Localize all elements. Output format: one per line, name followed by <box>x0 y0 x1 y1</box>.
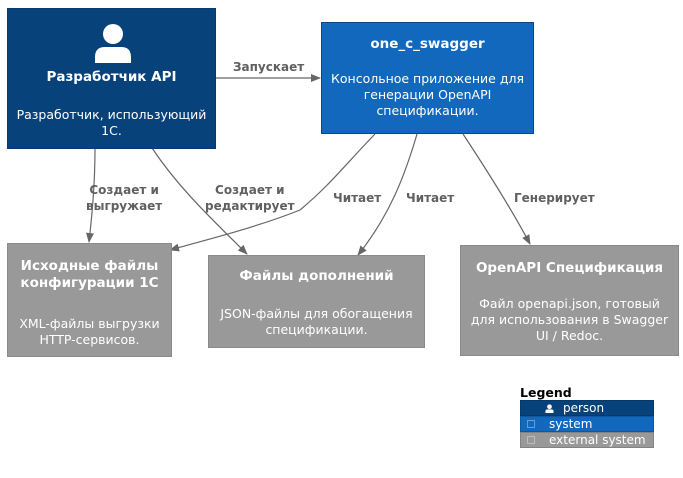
legend-label: system <box>549 417 593 431</box>
node-description: Файл openapi.json, готовый для использов… <box>470 296 669 343</box>
node-title: Разработчик API <box>46 69 177 85</box>
node-title: one_c_swagger <box>370 36 485 52</box>
edge-label-launches: Запускает <box>233 60 305 74</box>
arrow-reads-source <box>169 133 376 252</box>
node-description: Разработчик, использующий 1С. <box>16 107 207 138</box>
external-system-icon <box>527 436 535 444</box>
edge-label-creates-exports: Создает и выгружает <box>86 183 163 213</box>
legend-item-system: system <box>520 416 654 432</box>
edge-label-reads-source: Читает <box>333 191 382 205</box>
legend-label: external system <box>549 433 646 447</box>
system-one-c-swagger: one_c_swagger Консольное приложение для … <box>321 22 534 134</box>
node-description: XML-файлы выгрузки HTTP-сервисов. <box>19 316 160 347</box>
person-icon <box>545 404 554 413</box>
legend-item-person: person <box>520 400 654 416</box>
arrow-generates <box>462 133 531 245</box>
node-title: OpenAPI Спецификация <box>475 260 664 276</box>
system-icon <box>527 420 535 428</box>
legend-item-external-system: external system <box>520 432 654 448</box>
edge-label-creates-edits: Создает и редактирует <box>205 183 295 213</box>
person-developer: Разработчик API Разработчик, использующи… <box>7 8 216 149</box>
node-title: Файлы дополнений <box>239 268 394 284</box>
arrow-reads-addons <box>357 133 418 256</box>
external-addon-files: Файлы дополнений JSON-файлы для обогащен… <box>208 255 425 348</box>
person-icon <box>95 24 131 63</box>
edge-label-reads-addons: Читает <box>406 191 455 205</box>
legend: Legend person system external system <box>520 385 654 448</box>
node-description: Консольное приложение для генерации Open… <box>331 71 524 118</box>
legend-label: person <box>563 401 605 415</box>
node-title: Исходные файлы конфигурации 1С <box>20 258 159 291</box>
arrow-creates-edits <box>151 147 248 255</box>
legend-title: Legend <box>520 385 572 400</box>
arrow-creates-exports <box>86 147 96 243</box>
external-openapi-spec: OpenAPI Спецификация Файл openapi.json, … <box>460 245 679 356</box>
node-description: JSON-файлы для обогащения спецификации. <box>220 306 413 337</box>
external-source-files: Исходные файлы конфигурации 1С XML-файлы… <box>7 243 172 357</box>
edge-label-generates: Генерирует <box>514 191 595 205</box>
